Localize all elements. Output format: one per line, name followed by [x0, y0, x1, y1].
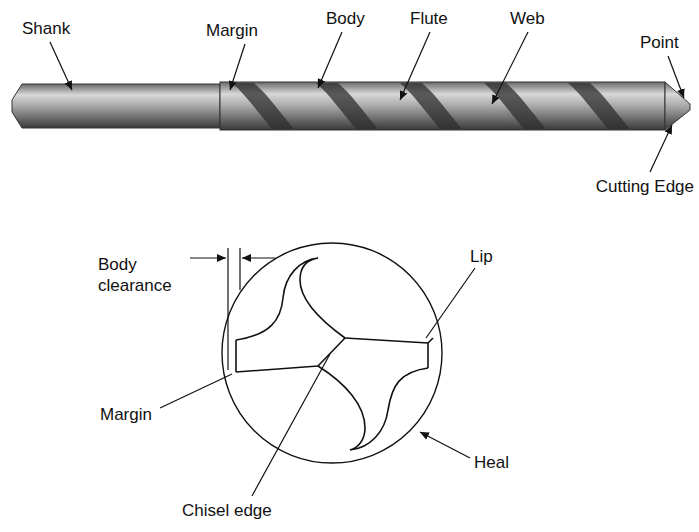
flute-stripe — [232, 83, 294, 129]
part-label: Web — [510, 8, 545, 29]
part-label: Margin — [206, 20, 258, 41]
part-label: Margin — [100, 404, 152, 425]
leader-line — [492, 32, 528, 104]
part-label: Cutting Edge — [596, 176, 694, 197]
leader-line — [426, 268, 475, 338]
dimension-lines — [190, 248, 275, 370]
part-label: Shank — [22, 18, 70, 39]
cross-section-profile — [236, 258, 433, 450]
leader-line — [230, 44, 245, 90]
cross-section-circle — [222, 243, 442, 463]
part-label: Point — [640, 32, 679, 53]
drill-body — [220, 82, 665, 130]
dimension-label: Body clearance — [98, 254, 184, 297]
flute-stripe — [316, 83, 378, 129]
leader-line — [318, 32, 342, 88]
part-label: Body — [326, 8, 365, 29]
flute-stripe — [400, 83, 462, 129]
leader-line — [420, 432, 470, 458]
leader-line — [400, 32, 430, 100]
part-label: Lip — [470, 246, 493, 267]
flute-spirals — [232, 83, 630, 129]
drill-point — [665, 82, 690, 130]
shank — [12, 84, 220, 128]
leader-line — [252, 354, 330, 496]
flute-stripe — [484, 83, 546, 129]
leader-line — [160, 374, 232, 408]
leader-line — [650, 125, 672, 172]
flute-stripe — [568, 83, 630, 129]
part-label: Chisel edge — [182, 500, 272, 521]
leader-line — [50, 42, 72, 90]
leader-line — [668, 56, 684, 98]
part-label: Flute — [410, 8, 448, 29]
part-label: Heal — [474, 452, 509, 473]
